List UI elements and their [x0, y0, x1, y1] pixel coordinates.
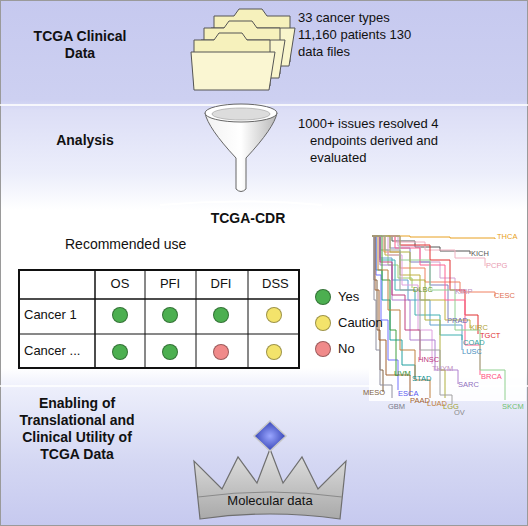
- rating-dot: [266, 344, 282, 360]
- column-header: OS: [108, 276, 132, 291]
- funnel-icon: [205, 104, 277, 192]
- legend-text: Caution: [338, 315, 383, 331]
- grid-line: [196, 271, 197, 367]
- plot-series-label: PAAD: [410, 396, 430, 406]
- heading-text: TCGA-CDR: [200, 210, 296, 227]
- plot-series-label: SARC: [458, 380, 479, 390]
- rating-dot: [266, 307, 282, 323]
- heading-text: Enabling of Translational and Clinical U…: [8, 395, 146, 463]
- plot-series-label: KICH: [471, 249, 489, 259]
- grid-line: [94, 271, 96, 367]
- grid-line: [145, 271, 146, 367]
- body-text: 1000+ issues resolved 4 endpoints derive…: [298, 115, 460, 166]
- rating-dot: [162, 344, 178, 360]
- plot-series-label: CESC: [494, 291, 515, 301]
- plot-series-label: LUSC: [462, 347, 482, 357]
- glow-line: [160, 202, 322, 206]
- rating-dot: [112, 307, 128, 323]
- cdr-band: TCGA-CDR Recommended use: [0, 205, 528, 386]
- plot-series-label: THCA: [497, 232, 517, 242]
- row-header: Cancer ...: [24, 343, 80, 358]
- plot-series-label: HNSC: [418, 355, 439, 365]
- rating-dot: [213, 307, 229, 323]
- row-header: Cancer 1: [24, 307, 77, 322]
- grid-line: [248, 271, 249, 367]
- folders-icon: [191, 9, 295, 90]
- plot-series-label: THYM: [432, 364, 453, 374]
- plot-series-label: PRAD: [447, 316, 468, 326]
- analysis-band: Analysis 1000+ issues resolved 4 endpoint…: [0, 105, 528, 205]
- plot-series-label: COAD: [463, 338, 485, 348]
- plot-series-label: BRCA: [481, 372, 502, 382]
- legend-swatch: [315, 341, 331, 357]
- legend-text: No: [338, 341, 355, 357]
- column-header: DSS: [262, 276, 286, 291]
- column-header: PFI: [158, 276, 182, 291]
- plot-series-label: OV: [454, 408, 465, 418]
- body-text: 33 cancer types 11,160 patients 130 data…: [298, 9, 412, 60]
- plot-series-label: UVM: [394, 369, 411, 379]
- legend-swatch: [315, 289, 331, 305]
- legend-swatch: [315, 315, 331, 331]
- plot-series-label: GBM: [388, 402, 405, 412]
- clinical-data-band: TCGA Clinical Data 33 cancer types 11,160…: [0, 0, 528, 105]
- heading-text: TCGA Clinical Data: [28, 28, 132, 62]
- plot-series-label: PCPG: [486, 261, 507, 271]
- plot-series-label: MESO: [363, 388, 385, 398]
- column-header: DFI: [209, 276, 233, 291]
- rating-dot: [162, 307, 178, 323]
- survival-plot: [369, 231, 526, 404]
- heading-text: Analysis: [33, 132, 137, 149]
- legend-text: Yes: [338, 289, 359, 305]
- rating-dot: [112, 344, 128, 360]
- plot-series-label: STAD: [412, 374, 431, 384]
- crown-body: [194, 449, 346, 519]
- body-text: Molecular data: [190, 492, 350, 509]
- plot-series-label: DLBC: [413, 285, 433, 295]
- crown-shape: Molecular data: [190, 415, 350, 523]
- plot-series-label: KIRP: [455, 287, 473, 297]
- grid-line: [20, 298, 298, 300]
- plot-series-label: SKCM: [502, 402, 524, 412]
- rating-dot: [213, 344, 229, 360]
- grid-line: [20, 334, 298, 335]
- crown-gem: [254, 421, 286, 451]
- heading-text: Recommended use: [65, 236, 205, 253]
